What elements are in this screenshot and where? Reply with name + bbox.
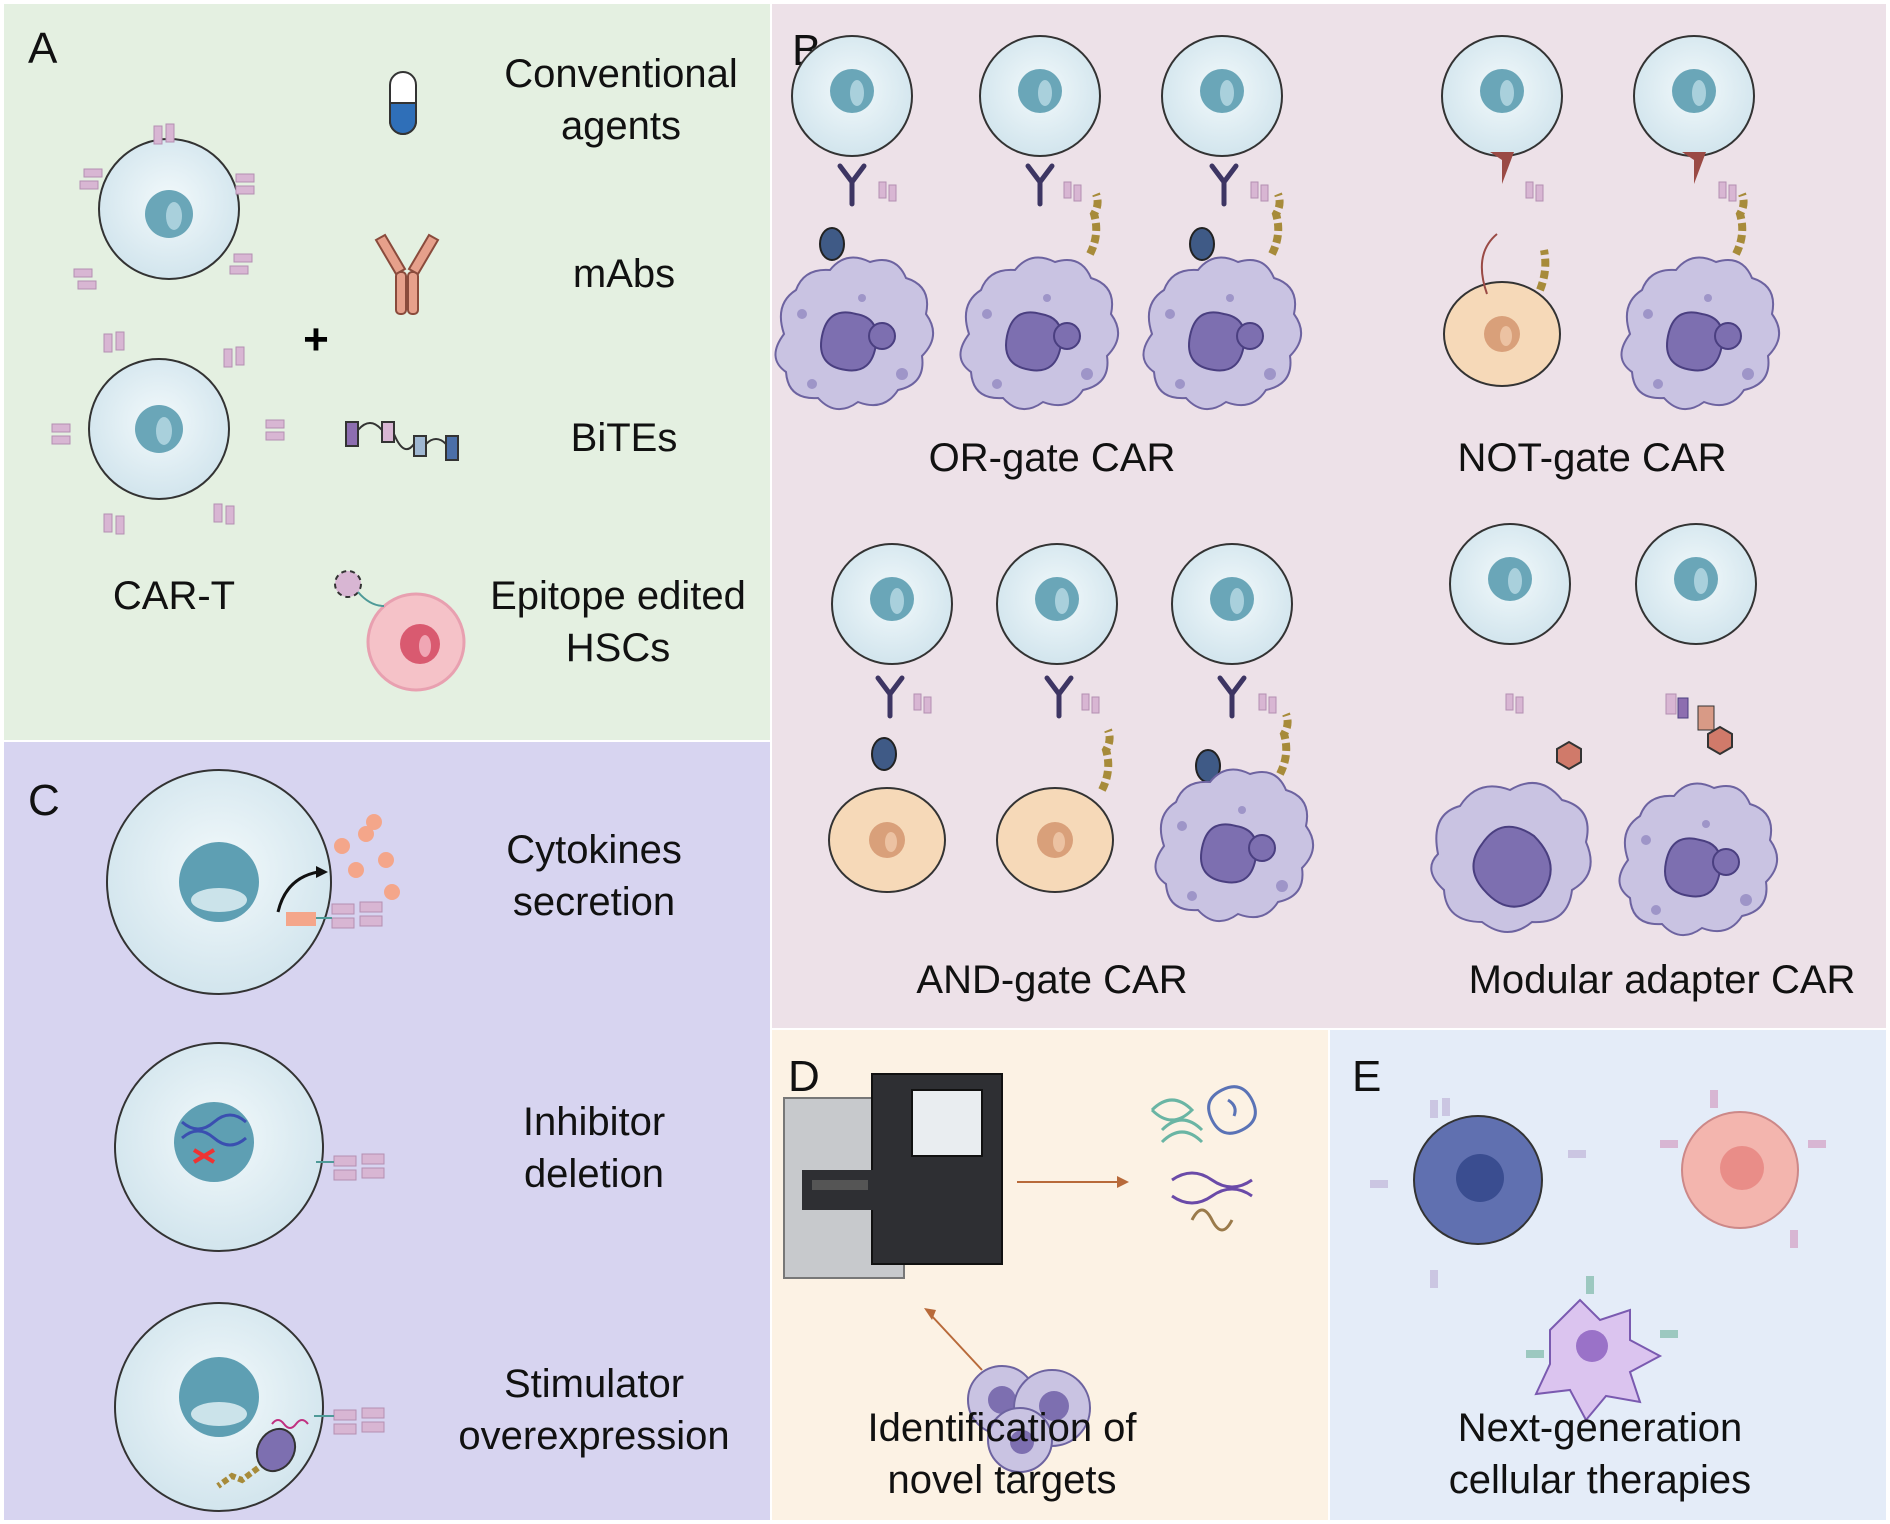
panel-b: B: [772, 4, 1886, 1028]
cytokine-cell-icon: [106, 769, 400, 995]
capsule-icon: [389, 71, 417, 135]
and-gate-diagram: [828, 543, 1315, 923]
label-stimulator: Stimulator: [503, 1362, 685, 1406]
or-gate-diagram: [774, 35, 1303, 411]
panel-e-art: [1370, 1090, 1826, 1422]
protein-structures-icon: [1150, 1085, 1257, 1232]
panel-letter-c: C: [28, 776, 60, 825]
label-deletion: deletion: [523, 1152, 665, 1196]
stimulator-cell-icon: [114, 1302, 385, 1512]
sequencer-instrument-icon: [783, 1073, 1003, 1279]
label-conventional-agents-1: Conventional: [504, 52, 738, 96]
label-novel-targets: novel targets: [887, 1458, 1117, 1502]
label-secretion: secretion: [512, 880, 676, 924]
label-car-t: CAR-T: [112, 574, 236, 618]
panel-letter-e: E: [1352, 1052, 1382, 1101]
tumor-cells-icon: [967, 1365, 1091, 1473]
label-mabs: mAbs: [572, 252, 676, 296]
label-identification-of: Identification of: [867, 1406, 1137, 1450]
label-not-gate-car: NOT-gate CAR: [1457, 436, 1727, 480]
label-or-gate-car: OR-gate CAR: [928, 436, 1176, 480]
label-epitope-edited: Epitope edited: [490, 574, 746, 618]
label-conventional-agents-2: agents: [560, 104, 682, 148]
not-gate-diagram: [1441, 35, 1781, 411]
antibody-icon: [374, 233, 440, 315]
panel-b-art: [774, 35, 1781, 937]
hsc-cell-icon: [334, 570, 466, 692]
nk-cell-icon: [1370, 1098, 1586, 1288]
label-cytokines: Cytokines: [506, 828, 682, 872]
car-t-cell-icon: [73, 123, 255, 290]
panel-d-art: [783, 1073, 1257, 1473]
inhibitor-deletion-cell-icon: [114, 1042, 385, 1252]
plus-sign: +: [303, 315, 329, 364]
macrophage-cell-icon: [1660, 1090, 1826, 1248]
panel-e: E Next-generation cellular therapies: [1330, 1030, 1886, 1520]
label-inhibitor: Inhibitor: [522, 1100, 666, 1144]
label-cellular-therapies: cellular therapies: [1448, 1458, 1752, 1502]
panel-a-art: +: [51, 71, 466, 692]
panel-a: A: [4, 4, 770, 740]
label-and-gate-car: AND-gate CAR: [916, 958, 1188, 1002]
panel-c: C: [4, 742, 770, 1520]
dendritic-cell-icon: [1526, 1276, 1678, 1422]
label-modular-adapter-car: Modular adapter CAR: [1468, 958, 1856, 1002]
label-next-generation: Next-generation: [1457, 1406, 1743, 1450]
panel-letter-a: A: [28, 24, 58, 73]
bispecific-icon: [345, 421, 459, 461]
label-hscs: HSCs: [565, 626, 671, 670]
panel-d: D Identification: [772, 1030, 1328, 1520]
modular-adapter-diagram: [1430, 523, 1779, 937]
car-t-cell-icon: [51, 331, 285, 535]
label-bites: BiTEs: [570, 416, 678, 460]
panel-c-art: [106, 769, 400, 1512]
panel-letter-d: D: [788, 1052, 820, 1101]
label-overexpression: overexpression: [458, 1414, 730, 1458]
